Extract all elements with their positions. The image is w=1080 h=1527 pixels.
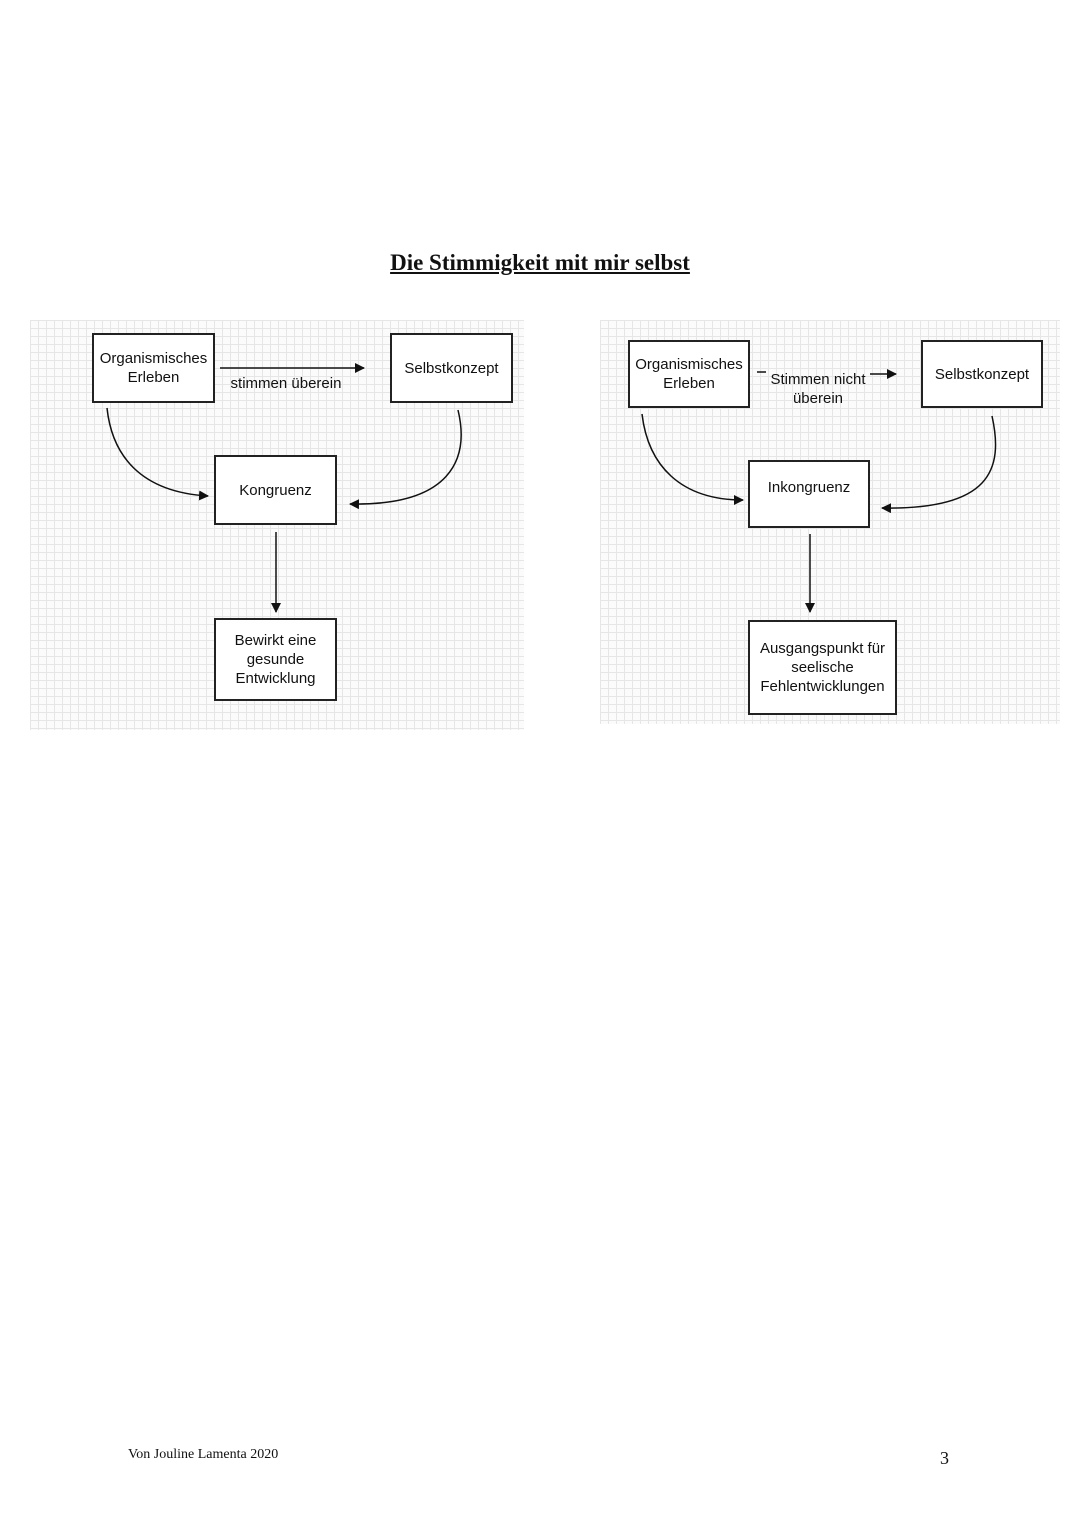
box-gesunde-entwicklung: Bewirkt eine gesunde Entwicklung [214,618,337,701]
label-stimmen-nicht-ueberein: Stimmen nicht überein [770,371,866,407]
page-title: Die Stimmigkeit mit mir selbst [390,250,690,275]
page-number: 3 [940,1448,949,1468]
incongruence-arrows [641,369,997,613]
box-inkongruenz: Inkongruenz [748,460,870,528]
congruence-arrows [106,363,462,613]
arrow-organismisches-to-kongruenz [106,407,209,501]
box-selbstkonzept: Selbstkonzept [921,340,1043,408]
box-selbstkonzept: Selbstkonzept [390,333,513,403]
footer-author: Von Jouline Lamenta 2020 [128,1447,279,1462]
incongruence-diagram: Organismisches Erleben Stimmen nicht übe… [600,320,1060,724]
label-stimmen-ueberein: stimmen überein [230,375,342,392]
box-kongruenz: Kongruenz [214,455,337,525]
arrow-selbstkonzept-to-kongruenz [349,409,462,510]
arrow-selbstkonzept-to-inkongruenz [881,415,997,514]
arrow-organismisches-to-inkongruenz [641,413,744,505]
box-seelische-fehlentwicklungen: Ausgangspunkt für seelische Fehlentwickl… [748,620,897,715]
box-organismisches-erleben: Organismisches Erleben [628,340,750,408]
congruence-diagram: Organismisches Erleben stimmen überein S… [30,320,524,730]
box-organismisches-erleben: Organismisches Erleben [92,333,215,403]
